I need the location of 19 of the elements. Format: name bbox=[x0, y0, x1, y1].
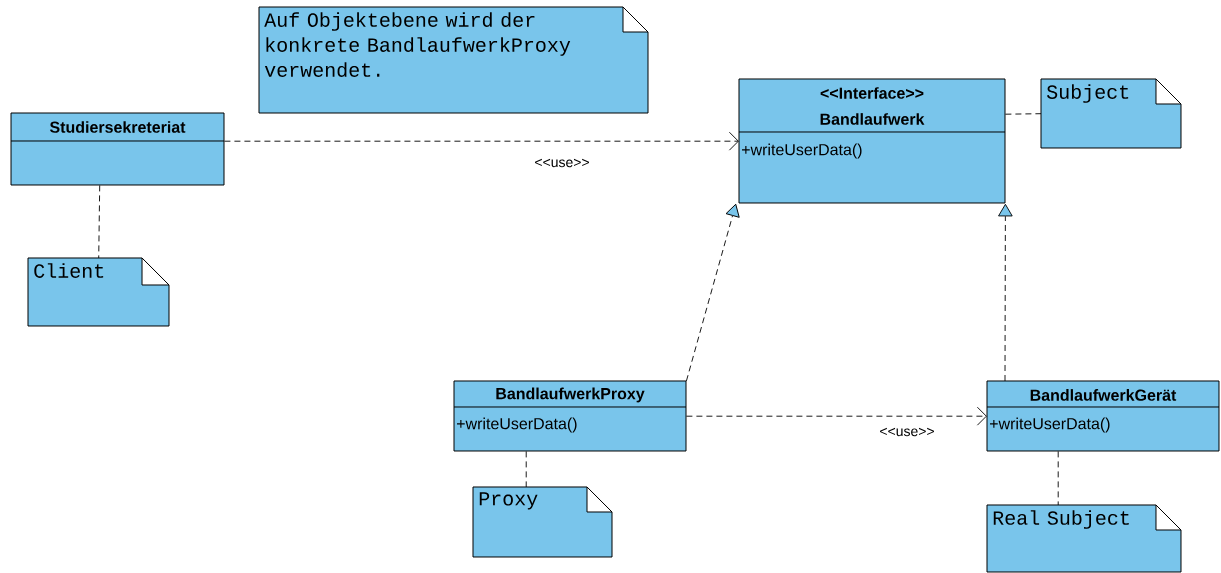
note: Real Subject bbox=[986, 504, 1182, 573]
class-box: <<Interface>> Bandlaufwerk +writeUserData() bbox=[738, 78, 1006, 204]
arrow bbox=[998, 203, 1013, 382]
note: Proxy bbox=[472, 486, 613, 558]
connector-line bbox=[98, 184, 101, 259]
class-box: BandlaufwerkProxy +writeUserData() bbox=[453, 380, 687, 452]
arrow bbox=[685, 203, 740, 382]
connector-line bbox=[525, 450, 527, 488]
note: Auf Objektebene wird der konkrete BandlaufwerkProxy verwendet. bbox=[258, 6, 649, 114]
edge-label: <<use>> bbox=[533, 157, 591, 169]
arrow bbox=[685, 406, 987, 426]
edge-label: <<use>> bbox=[878, 426, 936, 438]
arrow bbox=[223, 131, 739, 151]
note: Client bbox=[27, 257, 170, 327]
connector-line bbox=[1057, 450, 1059, 506]
class-box: BandlaufwerkGerät +writeUserData() bbox=[986, 380, 1220, 452]
connector-line bbox=[1004, 113, 1042, 115]
class-box: Studiersekreteriat bbox=[10, 112, 225, 186]
note: Subject bbox=[1040, 78, 1182, 149]
